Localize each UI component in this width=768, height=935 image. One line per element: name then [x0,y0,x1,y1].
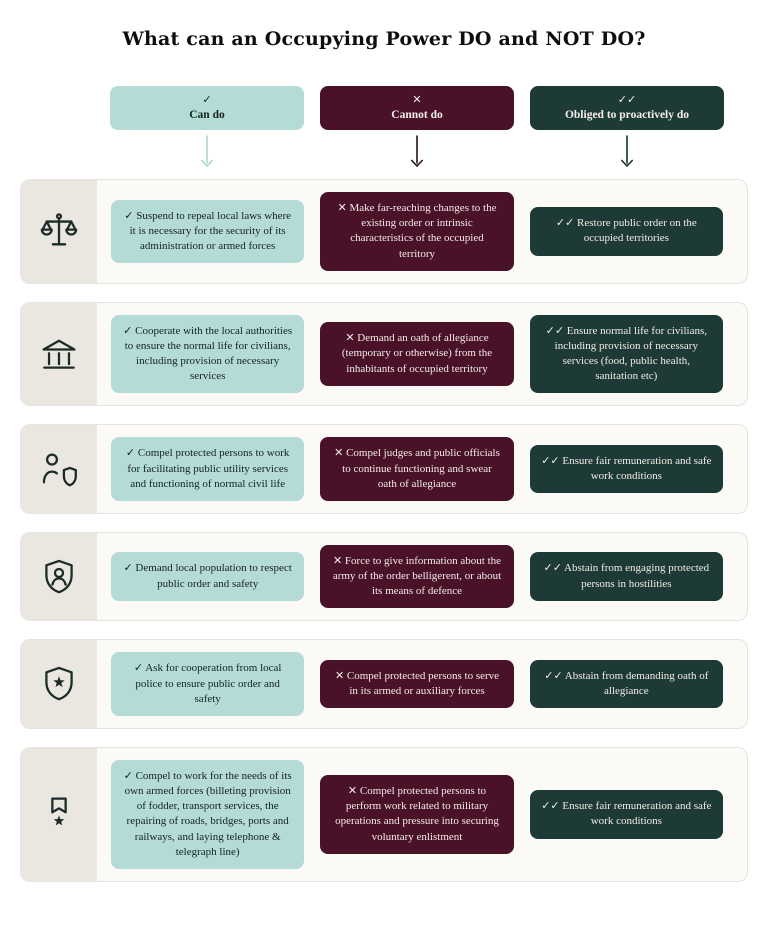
double-check-mark: ✓✓ [617,93,637,106]
worker-shield-icon [21,425,97,513]
government-building-icon [21,302,97,406]
row-authorities: ✓ Cooperate with the local authorities t… [20,301,748,407]
obliged-cell: ✓✓ Ensure fair remuneration and safe wor… [529,444,723,494]
can-do-cell: ✓ Compel to work for the needs of its ow… [111,759,305,869]
cannot-do-header: ✕ Cannot do [320,86,514,130]
can-do-cell: ✓ Compel protected persons to work for f… [111,437,305,501]
shield-person-icon [21,532,97,621]
obliged-cell: ✓✓ Abstain from engaging protected perso… [529,552,723,601]
page-title: What can an Occupying Power DO and NOT D… [122,28,646,50]
can-do-cell: ✓ Cooperate with the local authorities t… [111,314,305,394]
can-do-cell: ✓ Ask for cooperation from local police … [111,652,305,716]
rows-container: ✓ Suspend to repeal local laws where it … [20,179,748,882]
cannot-do-cell: ✕ Force to give information about the ar… [320,544,514,609]
obliged-cell: ✓✓ Ensure fair remuneration and safe wor… [529,790,723,839]
cannot-do-header-label: Cannot do [391,108,443,121]
obliged-header: ✓✓ Obliged to proactively do [530,86,724,130]
row-armed-forces: ✓ Compel to work for the needs of its ow… [20,746,748,882]
can-do-header-label: Can do [189,108,225,121]
cannot-do-cell: ✕ Make far-reaching changes to the exist… [320,192,514,271]
cannot-do-cell: ✕ Compel judges and public officials to … [320,437,514,501]
cannot-do-cell: ✕ Compel protected persons to serve in i… [320,659,514,709]
can-do-cell: ✓ Demand local population to respect pub… [111,552,305,601]
medal-icon [21,747,97,881]
shield-star-icon [21,640,97,728]
scales-icon [21,180,97,283]
row-laws: ✓ Suspend to repeal local laws where it … [20,179,748,284]
check-mark: ✓ [202,93,212,106]
obliged-cell: ✓✓ Restore public order on the occupied … [529,207,723,256]
obliged-cell: ✓✓ Abstain from demanding oath of allegi… [529,659,723,709]
can-do-header: ✓ Can do [110,86,304,130]
down-arrow-icon [201,135,213,167]
row-population: ✓ Demand local population to respect pub… [20,531,748,622]
cannot-do-cell: ✕ Demand an oath of allegiance (temporar… [320,322,514,386]
row-workers: ✓ Compel protected persons to work for f… [20,424,748,514]
infographic-page: What can an Occupying Power DO and NOT D… [20,28,748,882]
row-police: ✓ Ask for cooperation from local police … [20,639,748,729]
obliged-cell: ✓✓ Ensure normal life for civilians, inc… [529,314,723,394]
cross-mark: ✕ [412,93,422,106]
down-arrow-icon [411,135,423,167]
obliged-header-label: Obliged to proactively do [564,108,690,121]
can-do-cell: ✓ Suspend to repeal local laws where it … [111,199,305,264]
down-arrow-icon [621,135,633,167]
cannot-do-cell: ✕ Compel protected persons to perform wo… [320,775,514,854]
column-headers: ✓ Can do ✕ Cannot do ✓✓ Obli [20,86,748,167]
